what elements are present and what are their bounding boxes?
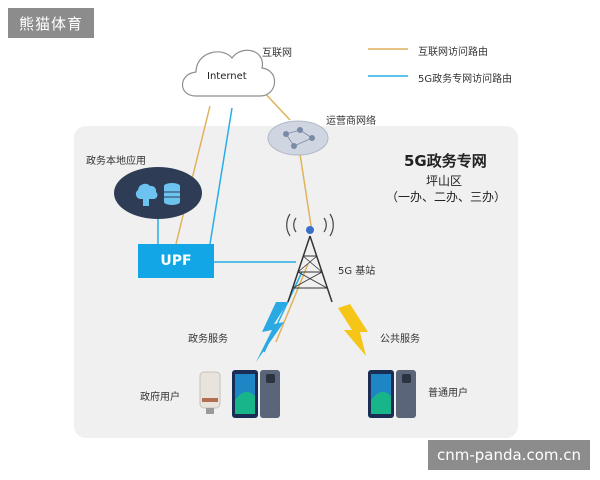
lightning-gov-icon bbox=[256, 302, 288, 362]
watermark-bottom-right: cnm-panda.com.cn bbox=[428, 440, 590, 470]
route-gov-internet-upf bbox=[209, 107, 233, 245]
legend-gov-label: 5G政务专网访问路由 bbox=[418, 74, 513, 85]
legend-internet-label: 互联网访问路由 bbox=[418, 47, 488, 58]
local-app-icon bbox=[114, 167, 202, 219]
phone-gov-back-icon bbox=[260, 370, 280, 418]
phone-public-icon bbox=[368, 370, 394, 418]
operator-cloud-icon bbox=[267, 120, 329, 156]
network-district: 坪山区 bbox=[426, 174, 463, 188]
internet-cloud-icon bbox=[181, 49, 276, 97]
cpe-device-icon bbox=[199, 371, 221, 414]
route-station-gov-phone bbox=[275, 263, 309, 343]
route-operator-station bbox=[299, 153, 313, 233]
network-title: 5G政务专网 bbox=[404, 152, 487, 170]
watermark-top-left: 熊猫体育 bbox=[8, 8, 94, 38]
operator-label: 运营商网络 bbox=[326, 116, 376, 127]
gov-user-label: 政府用户 bbox=[140, 392, 180, 403]
upf-node: UPF bbox=[138, 244, 214, 278]
public-service-label: 公共服务 bbox=[380, 334, 420, 345]
lightning-public-icon bbox=[338, 304, 368, 356]
base-station-label: 5G 基站 bbox=[338, 266, 376, 277]
phone-public-back-icon bbox=[396, 370, 416, 418]
local-app-label: 政务本地应用 bbox=[86, 156, 146, 167]
internet-en-label: Internet bbox=[207, 71, 247, 82]
internet-cn-label: 互联网 bbox=[262, 48, 292, 59]
normal-user-label: 普通用户 bbox=[428, 388, 468, 399]
phone-gov-icon bbox=[232, 370, 258, 418]
upf-label: UPF bbox=[160, 253, 192, 269]
network-offices: （一办、二办、三办） bbox=[386, 190, 507, 204]
base-station-icon bbox=[286, 213, 334, 303]
route-internet-upf bbox=[175, 105, 211, 245]
gov-service-label: 政务服务 bbox=[188, 334, 228, 345]
